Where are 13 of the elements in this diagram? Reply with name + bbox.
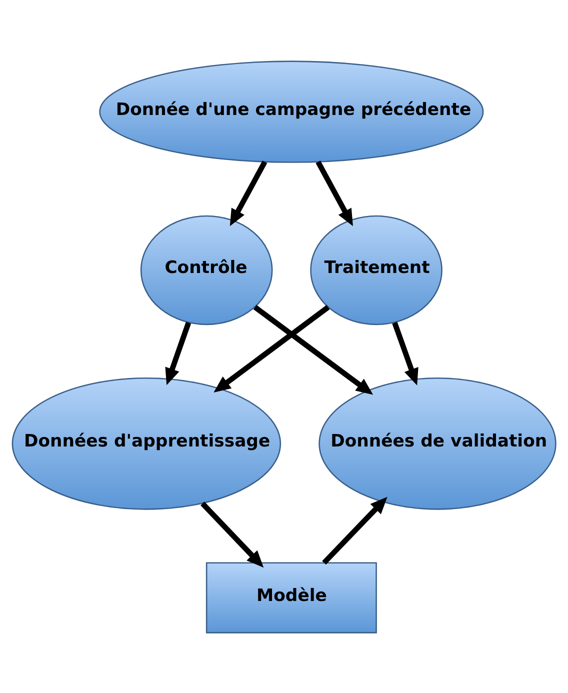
arrow [253, 304, 374, 394]
arrow [165, 321, 192, 385]
node-ellipse: Contrôle [140, 214, 273, 325]
arrow [214, 304, 330, 392]
node-ellipse: Données d'apprentissage [12, 377, 282, 510]
arrow [322, 496, 388, 564]
node-ellipse: Traitement [310, 214, 442, 325]
arrow [200, 501, 264, 568]
arrow [316, 160, 353, 226]
node-ellipse: Donnée d'une campagne précédente [99, 60, 484, 162]
arrow [230, 160, 268, 226]
arrow [392, 321, 418, 385]
node-box: Modèle [206, 562, 377, 633]
